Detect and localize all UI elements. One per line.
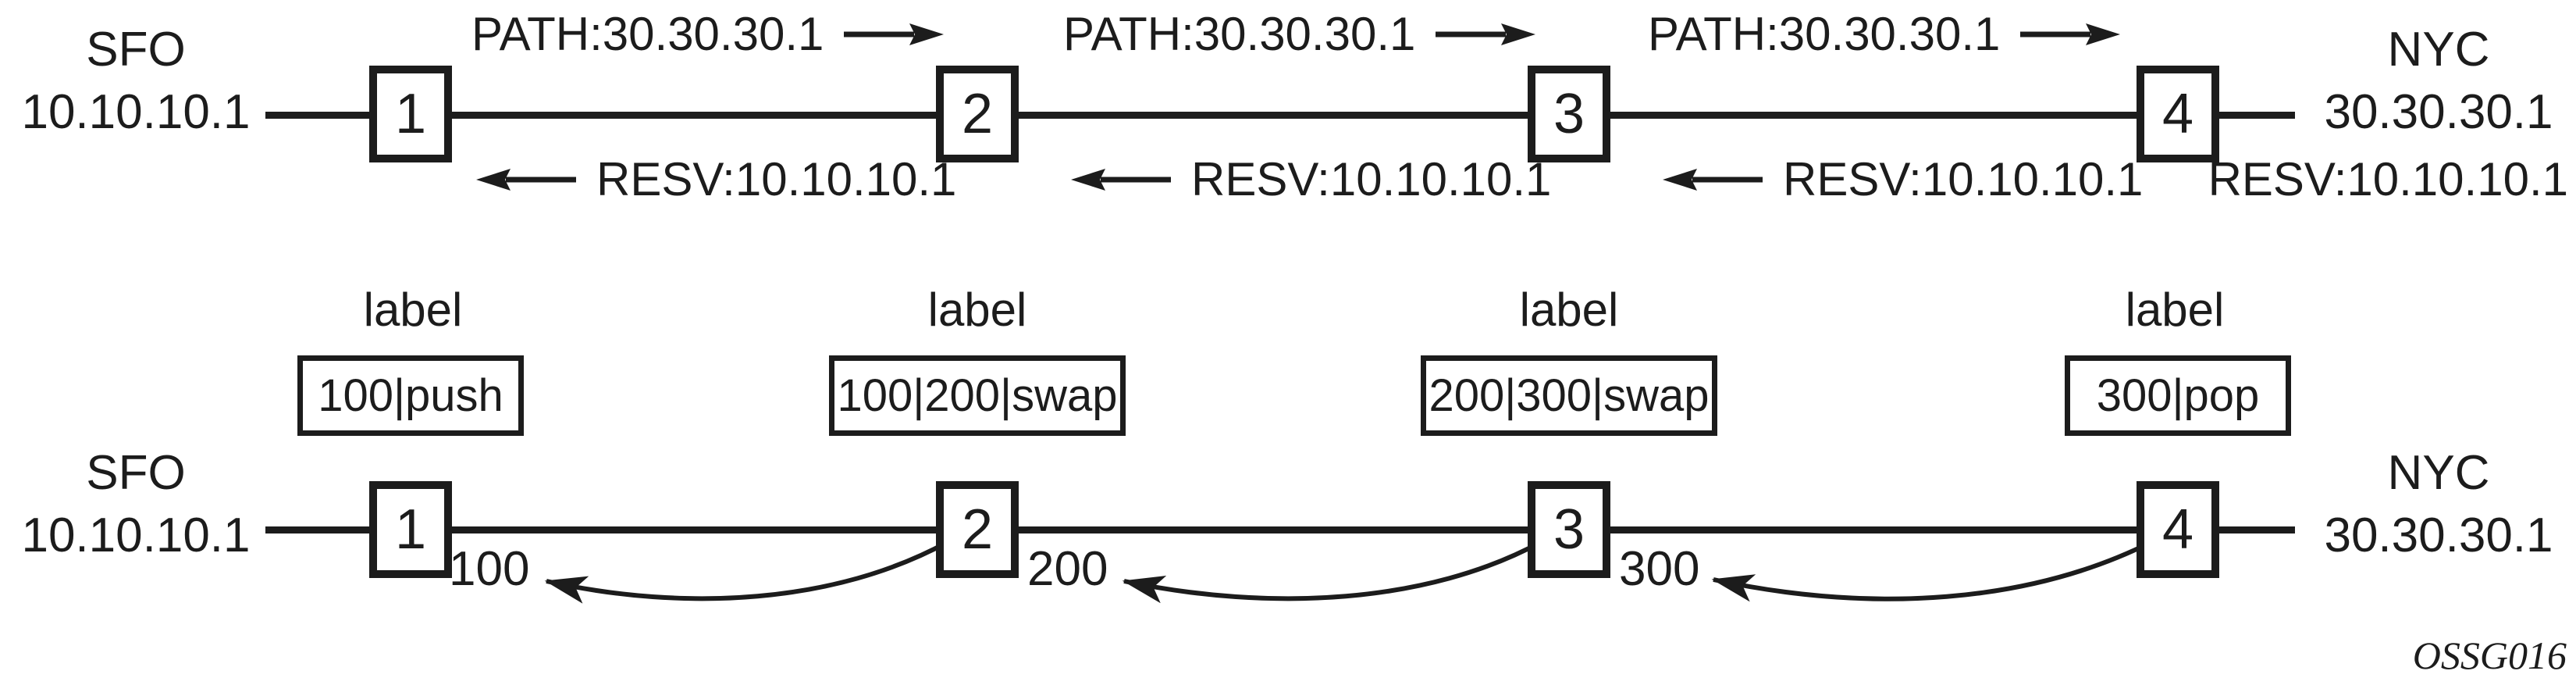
- router-node-4-bottom: 4: [2137, 481, 2219, 578]
- label-caption-4: label: [2125, 284, 2225, 336]
- resv-message-1: RESV:10.10.10.1: [476, 152, 956, 208]
- label-operation-box-2: 100|200|swap: [829, 355, 1126, 436]
- router-node-1-top: 1: [369, 66, 452, 162]
- resv-message-egress: RESV:10.10.10.1: [2208, 153, 2568, 205]
- address-label: 30.30.30.1: [2324, 508, 2553, 562]
- router-node-2-top: 2: [936, 66, 1019, 162]
- link-line-bottom: [265, 526, 2295, 533]
- node-number: 1: [394, 83, 427, 145]
- node-number: 3: [1553, 83, 1585, 145]
- node-number: 2: [961, 83, 994, 145]
- path-message-text: PATH:30.30.30.1: [1063, 8, 1416, 60]
- resv-message-text: RESV:10.10.10.1: [1783, 153, 2144, 205]
- resv-message-text: RESV:10.10.10.1: [1191, 153, 1552, 205]
- address-label: 10.10.10.1: [21, 508, 251, 562]
- path-message-2: PATH:30.30.30.1: [1063, 6, 1536, 62]
- label-caption-3: label: [1519, 284, 1619, 336]
- label-operation-text: 200|300|swap: [1429, 370, 1710, 421]
- right-arrow-icon: [844, 23, 945, 45]
- node-number: 3: [1553, 498, 1585, 561]
- router-node-4-top: 4: [2137, 66, 2219, 162]
- address-label: 10.10.10.1: [21, 85, 251, 139]
- left-arrow-icon: [1663, 169, 1763, 191]
- node-number: 4: [2161, 498, 2194, 561]
- hop-label-200: 200: [1027, 542, 1108, 596]
- city-label: NYC: [2387, 446, 2490, 500]
- endpoint-nyc-bottom: NYC 30.30.30.1: [2306, 442, 2571, 567]
- label-operation-text: 100|push: [318, 370, 503, 421]
- label-operation-text: 300|pop: [2096, 370, 2260, 421]
- label-operation-box-1: 100|push: [297, 355, 524, 436]
- link-line-top: [265, 112, 2295, 119]
- node-number: 2: [961, 498, 994, 561]
- path-message-text: PATH:30.30.30.1: [471, 8, 824, 60]
- left-arrow-icon: [1071, 169, 1171, 191]
- figure-watermark: OSSG016: [2412, 633, 2567, 677]
- path-message-1: PATH:30.30.30.1: [471, 6, 945, 62]
- path-message-3: PATH:30.30.30.1: [1648, 6, 2121, 62]
- label-advertise-arrow-4-to-3: [1711, 540, 2153, 602]
- resv-message-text: RESV:10.10.10.1: [596, 153, 957, 205]
- router-node-3-bottom: 3: [1528, 481, 1610, 578]
- label-advertise-arrow-3-to-2: [1122, 540, 1542, 604]
- path-message-text: PATH:30.30.30.1: [1648, 8, 2001, 60]
- resv-message-2: RESV:10.10.10.1: [1071, 152, 1551, 208]
- endpoint-nyc-top: NYC 30.30.30.1: [2306, 19, 2571, 144]
- label-operation-box-4: 300|pop: [2065, 355, 2291, 436]
- resv-message-3: RESV:10.10.10.1: [1663, 152, 2143, 208]
- right-arrow-icon: [2020, 23, 2121, 45]
- router-node-2-bottom: 2: [936, 481, 1019, 578]
- node-number: 1: [394, 498, 427, 561]
- label-caption-1: label: [363, 284, 463, 336]
- hop-label-100: 100: [449, 542, 530, 596]
- label-operation-text: 100|200|swap: [837, 370, 1118, 421]
- address-label: 30.30.30.1: [2324, 85, 2553, 139]
- router-node-3-top: 3: [1528, 66, 1610, 162]
- city-label: SFO: [86, 23, 186, 77]
- endpoint-sfo-top: SFO 10.10.10.1: [3, 19, 269, 144]
- left-arrow-icon: [476, 169, 576, 191]
- label-caption-2: label: [927, 284, 1027, 336]
- label-operation-box-3: 200|300|swap: [1421, 355, 1717, 436]
- router-node-1-bottom: 1: [369, 481, 452, 578]
- city-label: SFO: [86, 446, 186, 500]
- city-label: NYC: [2387, 23, 2490, 77]
- label-advertise-arrow-2-to-1: [544, 540, 949, 604]
- node-number: 4: [2161, 83, 2194, 145]
- hop-label-300: 300: [1619, 542, 1700, 596]
- right-arrow-icon: [1436, 23, 1536, 45]
- endpoint-sfo-bottom: SFO 10.10.10.1: [3, 442, 269, 567]
